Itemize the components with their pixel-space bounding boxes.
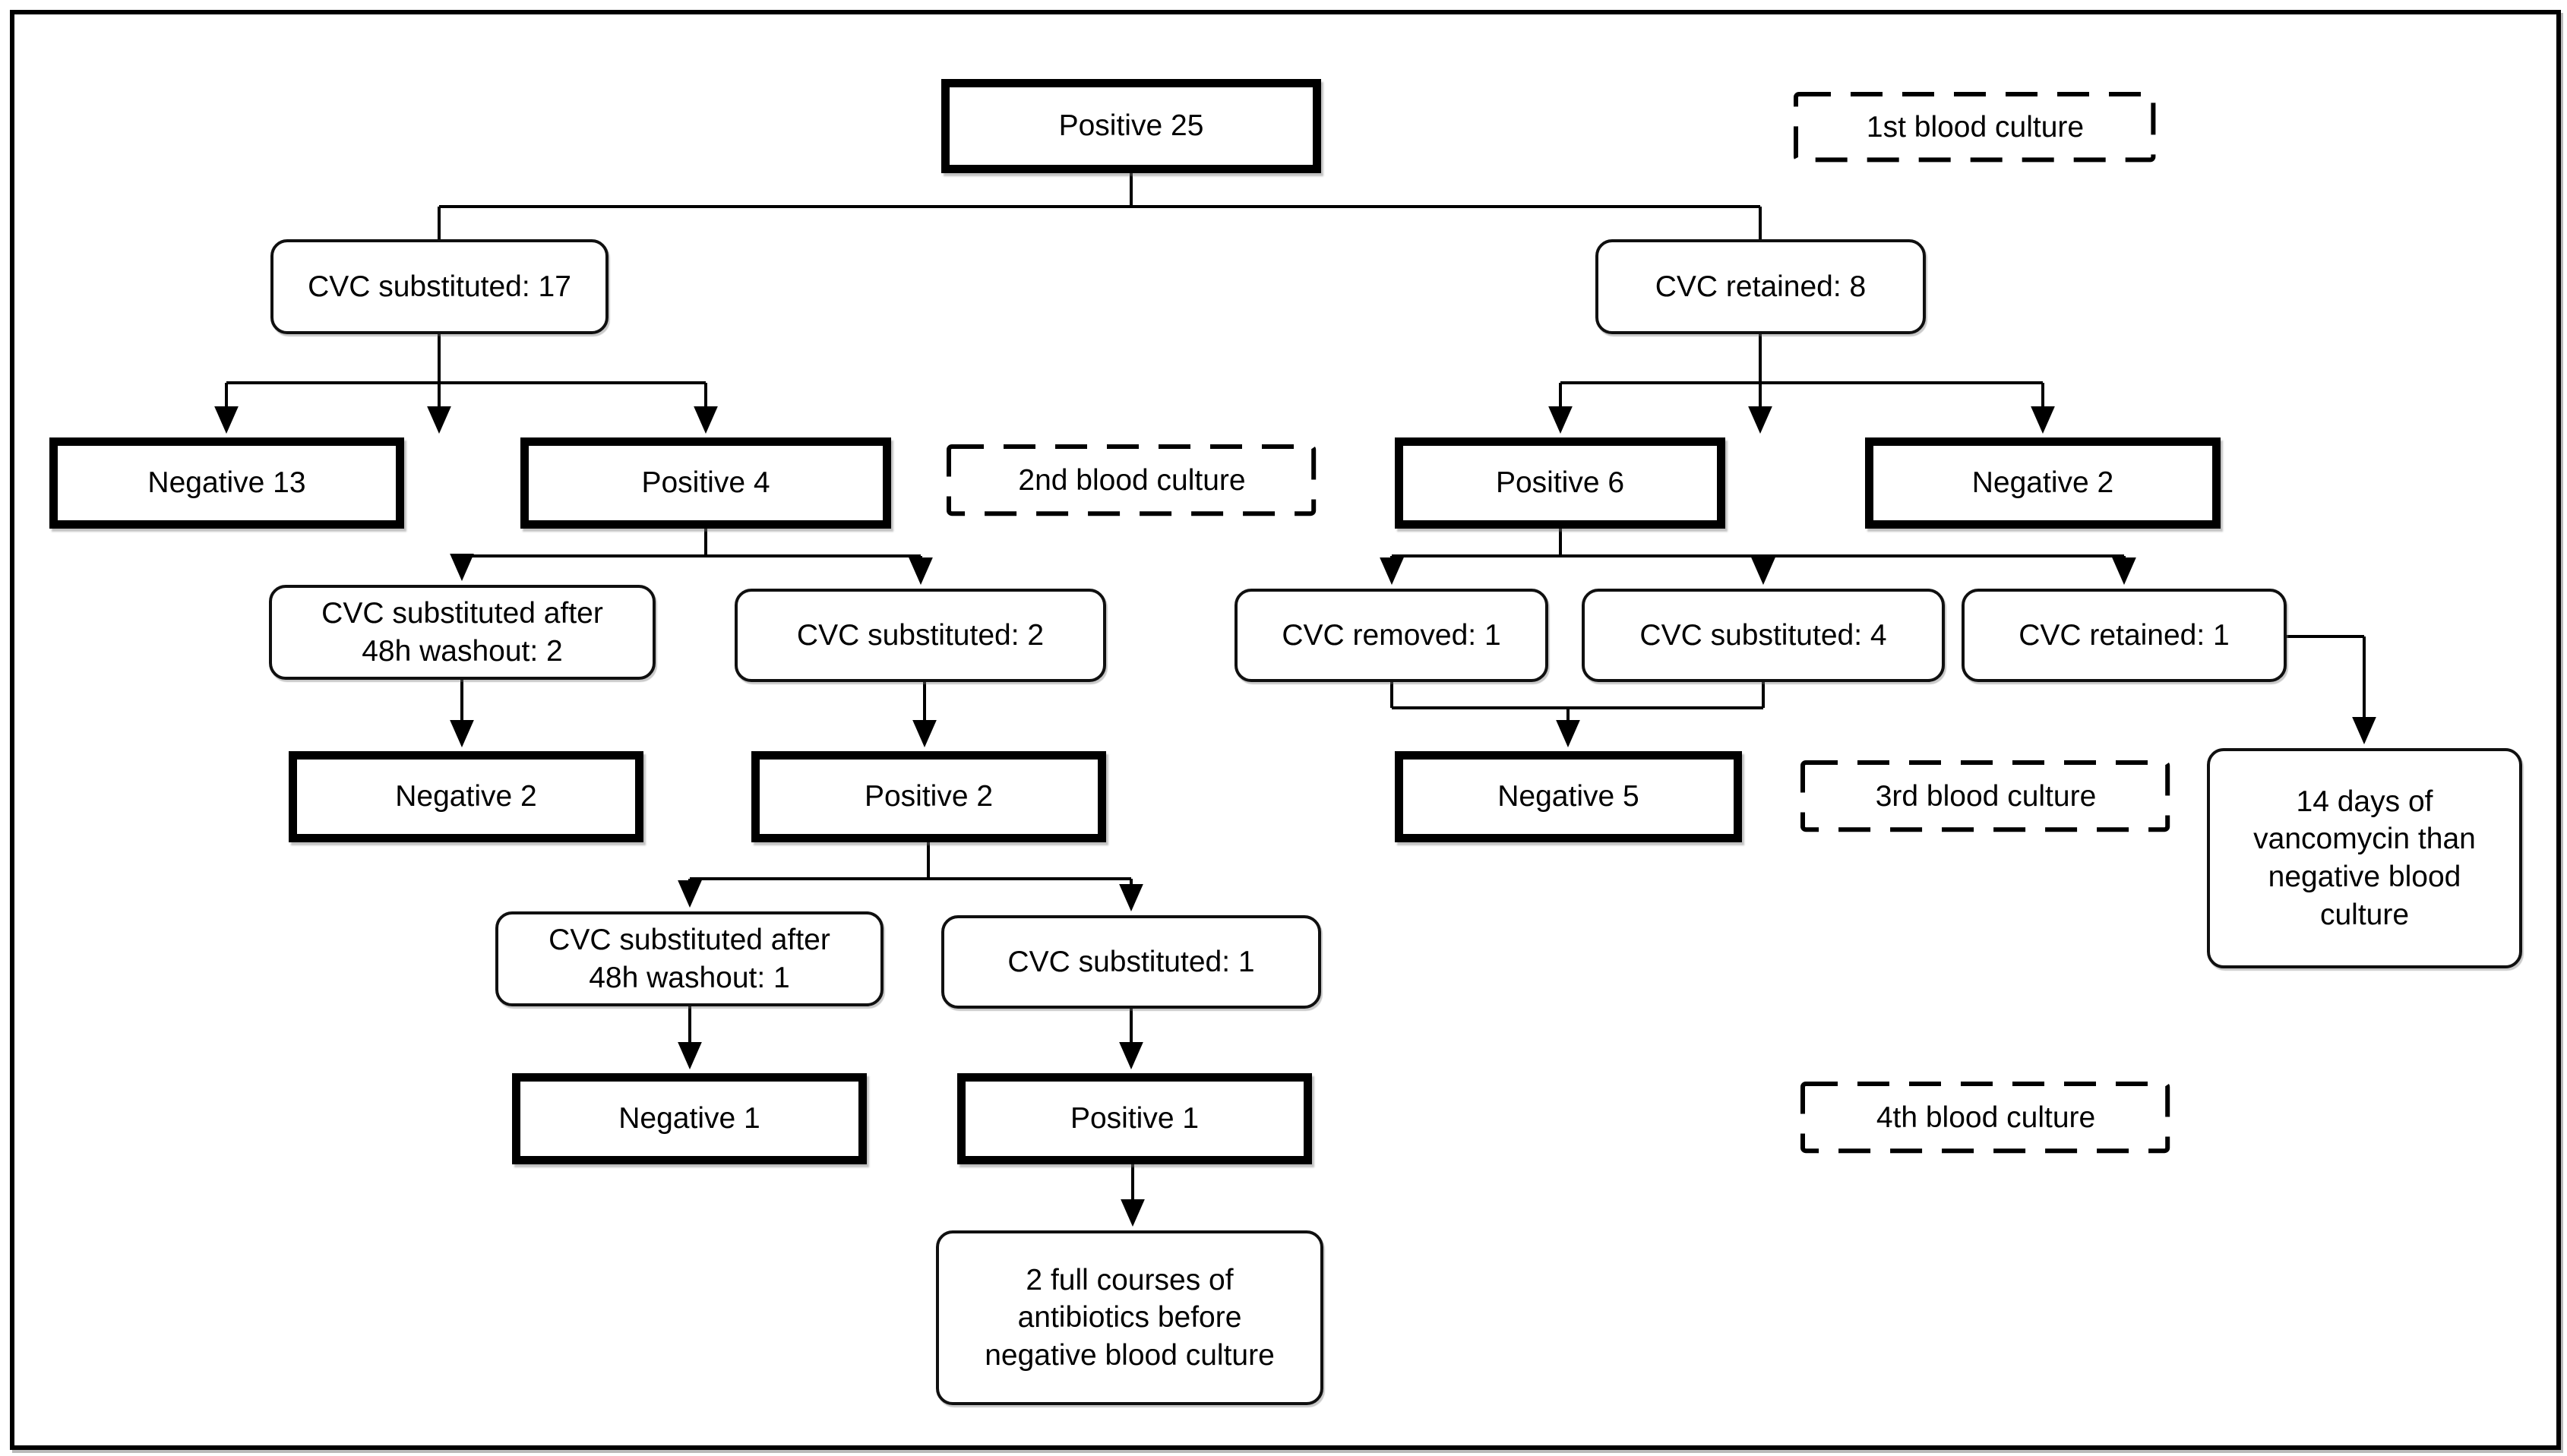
node-positive-4: Positive 4 xyxy=(520,437,891,529)
node-label: CVC retained: 8 xyxy=(1655,270,1867,303)
diagram-frame xyxy=(10,10,2561,1450)
annotation-4th-blood-culture: 4th blood culture xyxy=(1800,1081,2172,1155)
node-label: Positive 6 xyxy=(1495,466,1625,500)
node-cvc-retained-1: CVC retained: 1 xyxy=(1962,589,2287,682)
node-label: Positive 4 xyxy=(641,466,770,500)
dashed-border xyxy=(1800,1082,2170,1154)
node-cvc-substituted-after-48h-washout-2: CVC substituted after 48h washout: 2 xyxy=(269,585,656,680)
node-cvc-substituted-4: CVC substituted: 4 xyxy=(1582,589,1945,682)
node-label: 14 days of vancomycin than negative bloo… xyxy=(2253,785,2476,931)
node-cvc-retained-8: CVC retained: 8 xyxy=(1595,239,1926,334)
node-cvc-substituted-after-48h-washout-1: CVC substituted after 48h washout: 1 xyxy=(495,911,884,1006)
node-negative-13: Negative 13 xyxy=(49,437,404,529)
node-label: CVC substituted: 2 xyxy=(796,618,1045,652)
node-label: CVC substituted after 48h washout: 2 xyxy=(321,596,603,668)
node-label: CVC substituted after 48h washout: 1 xyxy=(548,923,830,994)
annotation-3rd-blood-culture: 3rd blood culture xyxy=(1800,760,2172,834)
node-cvc-removed-1: CVC removed: 1 xyxy=(1234,589,1548,682)
node-negative-2-right: Negative 2 xyxy=(1865,437,2221,529)
node-antibiotics-note: 2 full courses of antibiotics before neg… xyxy=(936,1230,1323,1405)
node-negative-5: Negative 5 xyxy=(1395,751,1742,842)
node-label: 2nd blood culture xyxy=(1018,464,1246,497)
node-label: CVC substituted: 1 xyxy=(1007,945,1255,978)
node-negative-2-left: Negative 2 xyxy=(289,751,643,842)
node-negative-1: Negative 1 xyxy=(512,1073,867,1164)
node-cvc-substituted-1: CVC substituted: 1 xyxy=(941,915,1321,1009)
node-positive-2: Positive 2 xyxy=(751,751,1106,842)
annotation-1st-blood-culture: 1st blood culture xyxy=(1793,91,2158,164)
node-label: Negative 13 xyxy=(147,466,306,500)
node-vancomycin-note: 14 days of vancomycin than negative bloo… xyxy=(2207,748,2522,968)
node-label: 4th blood culture xyxy=(1876,1101,2096,1135)
node-label: Negative 5 xyxy=(1497,780,1639,813)
node-label: 2 full courses of antibiotics before neg… xyxy=(985,1263,1275,1372)
dashed-border xyxy=(947,444,1317,516)
node-label: 3rd blood culture xyxy=(1875,780,2097,813)
node-label: Positive 1 xyxy=(1070,1102,1200,1135)
node-positive-6: Positive 6 xyxy=(1395,437,1725,529)
annotation-2nd-blood-culture: 2nd blood culture xyxy=(946,444,1318,518)
node-positive-25: Positive 25 xyxy=(941,79,1321,173)
node-label: Negative 1 xyxy=(618,1102,760,1135)
node-label: CVC substituted: 4 xyxy=(1639,618,1887,652)
node-positive-1: Positive 1 xyxy=(957,1073,1312,1164)
node-label: Positive 2 xyxy=(864,780,994,813)
connector-arrows xyxy=(214,207,2376,1227)
node-label: Negative 2 xyxy=(1971,466,2114,500)
node-label: CVC retained: 1 xyxy=(2019,618,2230,652)
node-label: 1st blood culture xyxy=(1866,111,2085,144)
dashed-border xyxy=(1794,92,2156,163)
dashed-border xyxy=(1800,760,2170,832)
node-label: Positive 25 xyxy=(1058,109,1204,143)
node-label: CVC removed: 1 xyxy=(1282,618,1501,652)
node-label: Negative 2 xyxy=(395,780,537,813)
node-cvc-substituted-17: CVC substituted: 17 xyxy=(270,239,609,334)
node-cvc-substituted-2: CVC substituted: 2 xyxy=(735,589,1106,682)
node-label: CVC substituted: 17 xyxy=(308,270,571,303)
